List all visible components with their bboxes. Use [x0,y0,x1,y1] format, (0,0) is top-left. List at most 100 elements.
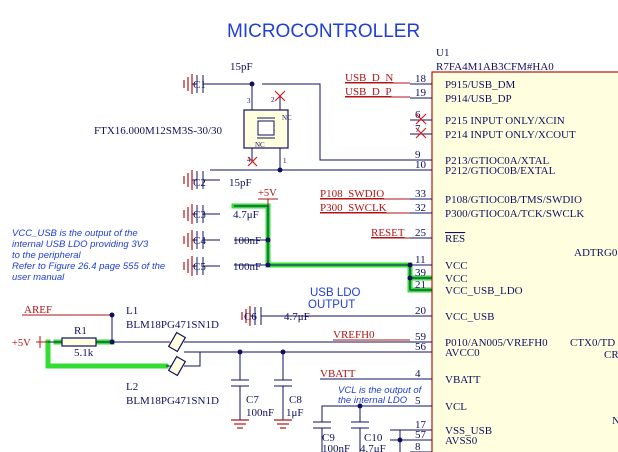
pin-name: P300/GTIOC0A/TCK/SWCLK [445,208,584,220]
pin-name: VCC_USB_LDO [445,285,523,297]
ic-ref: U1 [436,47,449,59]
vbatt-vcl-section: VCL is the output of the internal LDO [320,378,423,452]
pin-number: 25 [415,227,427,239]
pin-number: 56 [415,341,427,353]
pin-number: 19 [415,87,427,99]
pin-name: VCC [445,260,468,272]
pin-name: VCC_USB [445,311,495,323]
ic-pin: 7P214 INPUT ONLY/XCOUT [410,123,576,141]
usb-ldo-output-label: USB LDO OUTPUT [308,287,361,311]
capacitor-c6[interactable]: C6 4.7μF [241,306,310,326]
capacitor-ref: C4 [193,235,206,247]
capacitor-value: 100nF [233,261,261,273]
capacitor-ref: C7 [246,394,259,406]
ic-pin: 6P215 INPUT ONLY/XCIN [410,109,565,127]
page-title: MICROCONTROLLER [227,21,420,42]
capacitor-value: 100nF [233,235,261,247]
y1-crystal [257,120,275,136]
l1-ref: L1 [126,305,138,317]
pin-number: 7 [415,123,421,135]
pin-number: 9 [415,149,421,161]
vcc-usb-note: VCC_USB is the output of the internal US… [12,228,165,283]
r1-ref: R1 [74,325,87,337]
capacitor-value: 4.7μF [360,443,386,452]
capacitor-ref: C5 [193,261,206,273]
pin-name: VSS_USB [445,425,492,437]
capacitor-value: 4.7μF [284,311,310,323]
svg-text:internal USB LDO providing 3V3: internal USB LDO providing 3V3 [12,239,149,250]
l2-ferrite[interactable]: L2 BLM18PG471SN1D [126,355,219,407]
analog-ref-section: AREF +5V R1 5.1k L1 BLM18PG471SN1D L2 BL… [12,304,410,407]
pin-name: VCL [445,401,467,413]
pin-number: 57 [415,429,427,441]
svg-text:Refer to Figure 26.4 page 555: Refer to Figure 26.4 page 555 of the [12,261,165,272]
pin-name: AVCC0 [445,347,480,359]
l2-value: BLM18PG471SN1D [126,395,219,407]
l1-value: BLM18PG471SN1D [126,319,219,331]
ic-u1[interactable]: U1 R7FA4M1AB3CFM#HA0 ADTRG0 CTX0/TD CR N [431,47,618,452]
pin-number: 11 [415,254,426,266]
capacitor-ref: C8 [289,394,302,406]
capacitor-ref: C10 [364,432,383,444]
capacitor-value: 15pF [230,61,253,73]
l1-ferrite[interactable]: L1 BLM18PG471SN1D [126,305,219,353]
pin-name: P108/GTIOC0B/TMS/SWDIO [445,194,582,206]
vcc-wires [234,205,413,317]
capacitor-value: 4.7μF [233,209,259,221]
pin-number: 18 [415,73,427,85]
pin-name: P915/USB_DM [445,79,516,91]
pin-name: P010/AN005/VREFH0 [445,337,548,349]
pin-number: 39 [415,267,427,279]
ic-right-label-ctx0: CTX0/TD [570,337,615,349]
net-aref: AREF [24,304,52,316]
pin-number: 8 [415,441,421,452]
ic-right-label-adtrg0: ADTRG0 [574,247,618,259]
capacitor-c5[interactable]: C5 100nF [183,256,261,276]
net-p108-swdio: P108_SWDIO [320,188,384,200]
capacitor-ref: C9 [322,432,335,444]
capacitor-c4[interactable]: C4 100nF [183,230,261,250]
pin-number: 33 [415,188,427,200]
r1-body[interactable] [61,337,97,347]
crystal-y1[interactable]: Y1 FTX16.000M12SM3S-30/30 3 2 4 1 NC NC [94,96,292,165]
pin-name: P215 INPUT ONLY/XCIN [445,115,565,127]
svg-text:OUTPUT: OUTPUT [308,299,355,311]
pin-number: 6 [415,109,421,121]
net-reset: RESET [371,227,405,239]
svg-text:the internal LDO: the internal LDO [338,395,408,406]
ic-right-label-n: N [612,415,618,427]
pin-number: 21 [415,279,426,291]
l2-ref: L2 [126,381,138,393]
net-p300-swclk: P300_SWCLK [320,202,387,214]
pin-name: AVSS0 [445,435,478,447]
capacitor-ref: C6 [244,311,257,323]
net-5v-top: +5V [258,188,277,199]
capacitor-value: 1μF [286,407,304,419]
power-5v-top: +5V [258,188,278,206]
svg-text:2: 2 [271,96,275,104]
capacitor-ref: C2 [193,177,206,189]
